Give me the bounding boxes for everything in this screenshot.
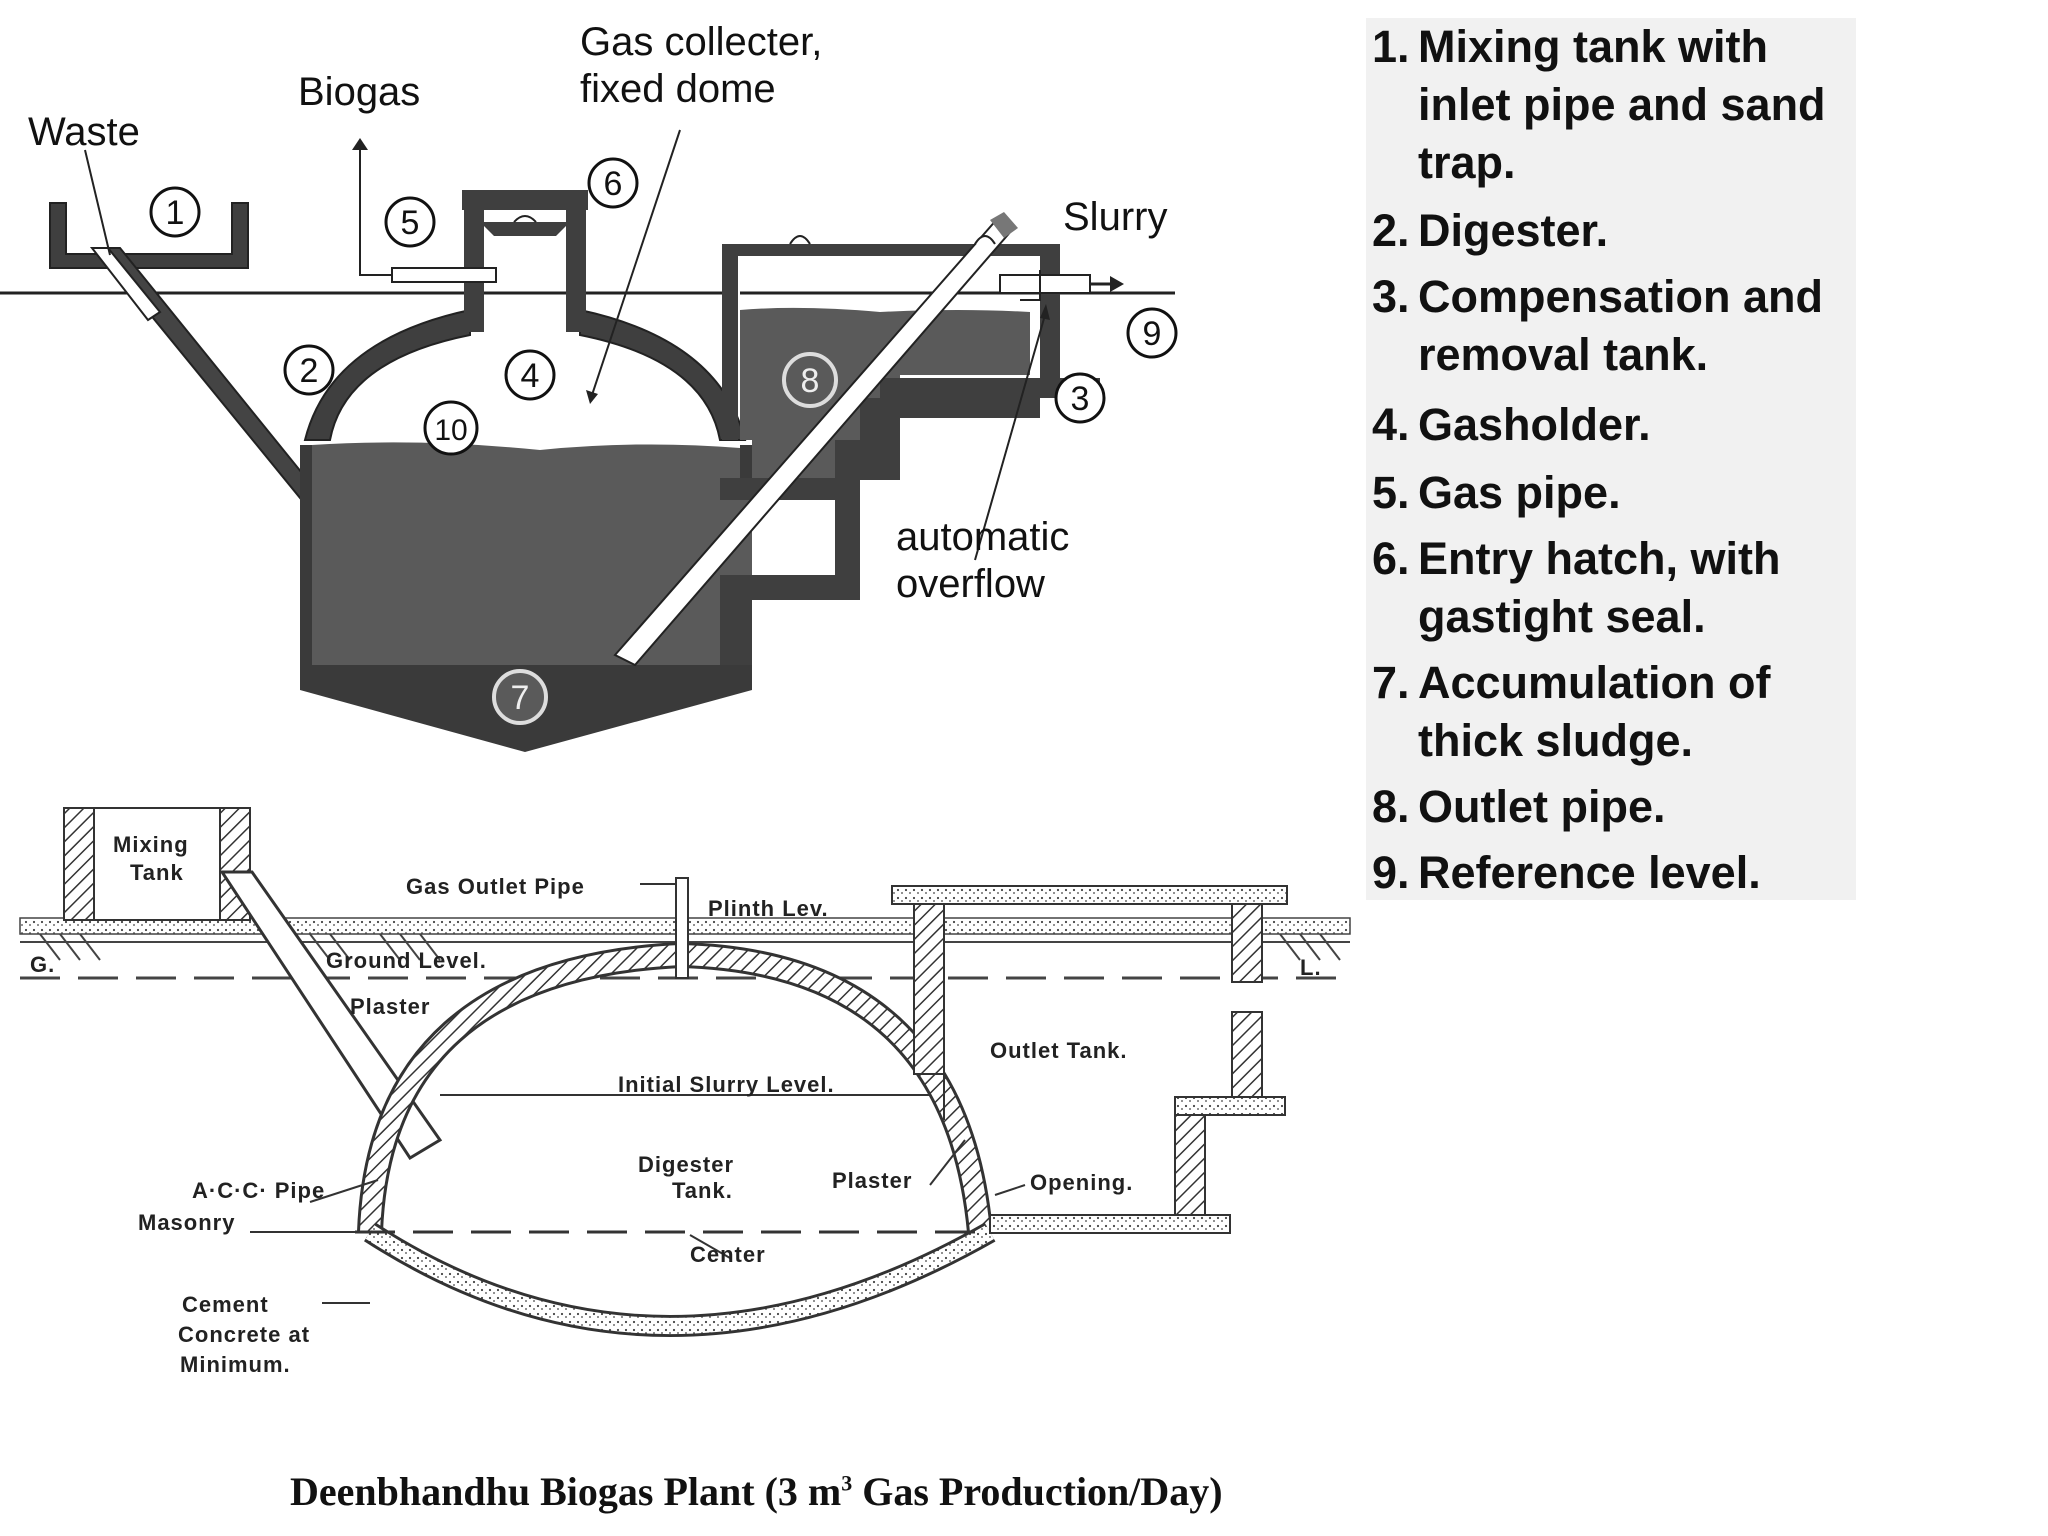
legend-panel: 1. Mixing tank with inlet pipe and sand … bbox=[1366, 18, 1856, 900]
label-opening: Opening. bbox=[1030, 1170, 1133, 1195]
label-outlet-tank: Outlet Tank. bbox=[990, 1038, 1128, 1063]
label-overflow-line1: automatic bbox=[896, 515, 1069, 559]
label-gas-outlet-pipe: Gas Outlet Pipe bbox=[406, 874, 585, 899]
label-plaster-right: Plaster bbox=[832, 1168, 912, 1193]
label-gas-collector-line1: Gas collecter, bbox=[580, 20, 822, 64]
dome-right bbox=[579, 308, 747, 441]
marker-3: 3 bbox=[1054, 372, 1106, 424]
label-gas-collector-line2: fixed dome bbox=[580, 67, 776, 111]
legend-item-8: 8. Outlet pipe. bbox=[1372, 781, 1666, 832]
deenbandhu-section: Mixing Tank Gas Outlet Pipe Plinth Lev. … bbox=[19, 807, 1351, 1377]
overflow-pipe bbox=[999, 274, 1091, 294]
mixing-tank bbox=[49, 202, 249, 269]
legend-item-6: 6. Entry hatch, with gastight seal. bbox=[1372, 533, 1781, 642]
svg-text:3: 3 bbox=[1071, 380, 1090, 418]
svg-text:1: 1 bbox=[166, 194, 185, 232]
legend-item-1: 1. Mixing tank with inlet pipe and sand … bbox=[1372, 21, 1826, 188]
label-slurry: Slurry bbox=[1063, 195, 1167, 239]
marker-9: 9 bbox=[1126, 307, 1178, 359]
svg-text:7: 7 bbox=[511, 679, 530, 717]
label-cement-line1: Cement bbox=[182, 1292, 269, 1317]
legend-item-3: 3. Compensation and removal tank. bbox=[1372, 271, 1824, 380]
label-mixing-line2: Tank bbox=[130, 860, 184, 885]
label-l: L. bbox=[1300, 955, 1322, 980]
svg-text:6: 6 bbox=[604, 165, 623, 203]
marker-10: 10 bbox=[423, 400, 479, 456]
marker-5: 5 bbox=[384, 196, 436, 248]
label-initial-slurry-level: Initial Slurry Level. bbox=[618, 1072, 835, 1097]
svg-text:10: 10 bbox=[434, 414, 467, 447]
legend-item-2: 2. Digester. bbox=[1372, 205, 1609, 256]
label-masonry: Masonry bbox=[138, 1210, 235, 1235]
label-acc-pipe: A·C·C· Pipe bbox=[192, 1178, 325, 1203]
label-biogas: Biogas bbox=[298, 70, 420, 114]
label-waste: Waste bbox=[28, 110, 140, 154]
marker-8: 8 bbox=[782, 352, 838, 408]
label-digester-line2: Tank. bbox=[672, 1178, 733, 1203]
outlet-tank-slab bbox=[891, 885, 1288, 905]
biogas-plant-diagram: Waste Biogas Gas collecter, fixed dome S… bbox=[0, 20, 1351, 1377]
marker-7: 7 bbox=[492, 669, 548, 725]
label-plinth-level: Plinth Lev. bbox=[708, 896, 829, 921]
marker-1: 1 bbox=[149, 186, 201, 238]
label-plaster-top: Plaster bbox=[350, 994, 430, 1019]
mixing-tank-box bbox=[93, 807, 221, 921]
acc-inlet-pipe bbox=[219, 870, 443, 1161]
legend-item-7: 7. Accumulation of thick sludge. bbox=[1372, 657, 1771, 766]
legend-item-4: 4. Gasholder. bbox=[1372, 399, 1651, 450]
marker-6: 6 bbox=[587, 157, 639, 209]
legend-item-9: 9. Reference level. bbox=[1372, 847, 1761, 898]
svg-text:2: 2 bbox=[300, 352, 319, 390]
label-ground-level: Ground Level. bbox=[326, 948, 487, 973]
entry-hatch bbox=[462, 190, 588, 210]
figure-caption: Deenbhandhu Biogas Plant (3 m3 Gas Produ… bbox=[290, 1469, 1223, 1514]
svg-text:5: 5 bbox=[401, 204, 420, 242]
legend-item-5: 5. Gas pipe. bbox=[1372, 467, 1621, 518]
label-digester-line1: Digester bbox=[638, 1152, 734, 1177]
label-g: G. bbox=[30, 952, 55, 977]
label-center: Center bbox=[690, 1242, 766, 1267]
label-overflow-line2: overflow bbox=[896, 562, 1045, 606]
label-cement-line2: Concrete at bbox=[178, 1322, 310, 1347]
svg-text:9: 9 bbox=[1143, 315, 1162, 353]
label-cement-line3: Minimum. bbox=[180, 1352, 291, 1377]
gas-pipe bbox=[391, 267, 497, 283]
fixed-dome-section: Waste Biogas Gas collecter, fixed dome S… bbox=[0, 20, 1178, 752]
svg-text:8: 8 bbox=[801, 362, 820, 400]
marker-2: 2 bbox=[283, 344, 335, 396]
gas-outlet-pipe bbox=[675, 877, 689, 979]
marker-4: 4 bbox=[504, 349, 556, 401]
svg-text:4: 4 bbox=[521, 357, 540, 395]
outlet-tank-floor bbox=[989, 1214, 1231, 1234]
label-mixing-line1: Mixing bbox=[113, 832, 189, 857]
